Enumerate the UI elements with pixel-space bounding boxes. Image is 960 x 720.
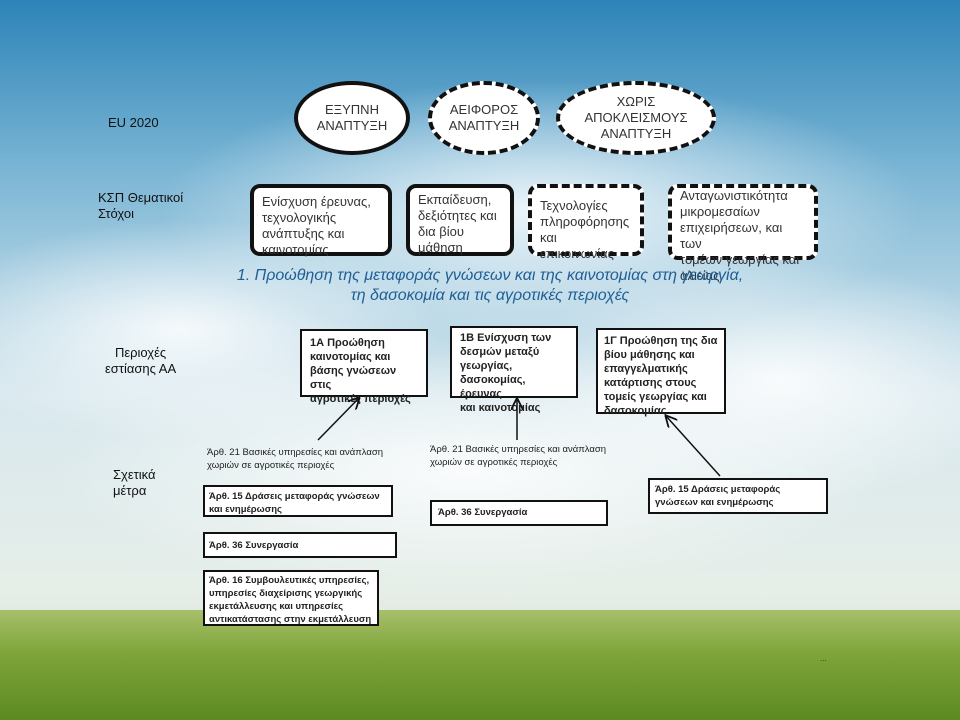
eu2020-goal-smart-growth: ΕΞΥΠΝΗ ΑΝΑΠΤΥΞΗ [294,81,410,155]
thematic-objective-ict: Τεχνολογίες πληροφόρησης και επικοινωνία… [528,184,644,261]
goal-text: ΑΝΑΠΤΥΞΗ [316,118,388,133]
thematic-objective-education-skills: Εκπαίδευση, δεξιότητες και δια βίου μάθη… [406,184,514,256]
focus-area-1c: 1Γ Προώθηση της δια βίου μάθησης και επα… [596,328,726,417]
thematic-objective-research-innovation: Ενίσχυση έρευνας, τεχνολογικής ανάπτυξης… [250,184,392,257]
row-label-eu2020: EU 2020 [108,115,159,130]
focus-text: τομείς γεωργίας και [604,391,707,403]
objective-text: πληροφόρησης [540,214,630,229]
objective-text: Ενίσχυση έρευνας, [262,194,371,209]
row-label-measures-line2: μέτρα [113,483,147,498]
measure-text: Άρθ. 36 Συνεργασία [438,507,528,518]
focus-text: βίου μάθησης και [604,349,695,361]
priority-title: 1. Προώθηση της μεταφοράς γνώσεων και τη… [150,266,830,306]
goal-text: ΑΝΑΠΤΥΞΗ [600,126,672,141]
row-label-thematic-line2: Στόχοι [98,206,135,221]
goal-text: ΑΝΑΠΤΥΞΗ [448,118,520,133]
measure-text: αντικατάστασης στην εκμετάλλευση [209,614,372,625]
measure-text: χωριών σε αγροτικές περιοχές [430,457,558,468]
measure-text: Άρθ. 16 Συμβουλευτικές υπηρεσίες, [209,575,370,586]
measure-text: υπηρεσίες διαχείρισης γεωργικής [209,588,363,599]
objective-text: τομέων γεωργίας και [680,252,800,267]
focus-text: καινοτομίας και [310,351,391,363]
measure-art16: Άρθ. 16 Συμβουλευτικές υπηρεσίες, υπηρεσ… [203,570,379,626]
priority-title-line1: 1. Προώθηση της μεταφοράς γνώσεων και τη… [236,267,744,284]
priority-title-line2: τη δασοκομία και τις αγροτικές περιοχές [350,287,630,304]
measure-art15-left: Άρθ. 15 Δράσεις μεταφοράς γνώσεων και εν… [203,485,393,517]
objective-text: και επικοινωνίας [540,230,614,261]
objective-text: ανάπτυξης και [262,226,345,241]
focus-text: βάσης γνώσεων στις [310,365,397,391]
measure-art21-middle: Άρθ. 21 Βασικές υπηρεσίες και ανάπλαση χ… [426,441,614,473]
row-label-measures: Σχετικά μέτρα [113,467,156,499]
focus-text: κατάρτισης στους [604,377,697,389]
goal-text: ΑΕΙΦΟΡΟΣ [449,102,519,117]
focus-area-1a: 1Α Προώθηση καινοτομίας και βάσης γνώσεω… [300,329,428,405]
objective-text: αλιείας [680,268,720,283]
row-label-focus-line2: εστίασης ΑΑ [105,361,177,376]
objective-text: Τεχνολογίες [540,198,608,213]
footnote-dots: ... [820,654,827,663]
measure-text: χωριών σε αγροτικές περιοχές [207,460,335,471]
focus-area-1b: 1Β Ενίσχυση των δεσμών μεταξύ γεωργίας, … [450,326,578,414]
arrow-to-1c [666,416,721,477]
focus-text: δεσμών μεταξύ [460,346,540,358]
focus-text: δασοκομίας [604,405,667,417]
measure-text: Άρθ. 36 Συνεργασία [209,540,299,551]
measure-art36-middle: Άρθ. 36 Συνεργασία [430,500,608,526]
focus-text: 1Γ Προώθηση της δια [604,335,718,347]
focus-text: επαγγελματικής [604,363,688,375]
objective-text: καινοτομίας [262,242,329,257]
objective-text: δια βίου [418,224,464,239]
objective-text: μάθηση [418,240,463,255]
focus-text: δασοκομίας, έρευνας [460,374,526,400]
measure-text: Άρθ. 21 Βασικές υπηρεσίες και ανάπλαση [430,444,607,455]
row-label-measures-line1: Σχετικά [113,467,156,482]
goal-text: ΧΩΡΙΣ [616,94,656,109]
row-label-focus-line1: Περιοχές [114,345,167,360]
arrow-to-1a [317,398,359,441]
measure-text: και ενημέρωσης [209,504,282,515]
row-label-thematic-objectives: ΚΣΠ Θεματικοί Στόχοι [98,190,183,222]
objective-text: μικρομεσαίων [680,204,760,219]
measure-text: Άρθ. 21 Βασικές υπηρεσίες και ανάπλαση [207,447,384,458]
measure-art36-left: Άρθ. 36 Συνεργασία [203,532,397,558]
goal-text: ΕΞΥΠΝΗ [325,102,379,117]
measure-text: εκμετάλλευσης και υπηρεσίες [209,601,344,612]
objective-text: Εκπαίδευση, [418,192,492,207]
row-label-focus-areas: Περιοχές εστίασης ΑΑ [105,345,176,377]
focus-text: 1Α Προώθηση [310,337,385,349]
measure-art15-right: Άρθ. 15 Δράσεις μεταφοράς γνώσεων και εν… [648,478,828,514]
measure-text: Άρθ. 15 Δράσεις μεταφοράς γνώσεων [209,491,380,502]
row-label-thematic-line1: ΚΣΠ Θεματικοί [98,190,184,205]
goal-text: ΑΠΟΚΛΕΙΣΜΟΥΣ [584,110,688,125]
objective-text: τεχνολογικής [262,210,337,225]
objective-text: Ανταγωνιστικότητα [680,188,788,203]
thematic-objective-competitiveness: Ανταγωνιστικότητα μικρομεσαίων επιχειρήσ… [668,184,818,283]
focus-text: γεωργίας, [460,360,513,372]
measure-art21-left: Άρθ. 21 Βασικές υπηρεσίες και ανάπλαση χ… [207,446,417,472]
objective-text: δεξιότητες και [418,208,497,223]
eu2020-goal-inclusive-growth: ΧΩΡΙΣ ΑΠΟΚΛΕΙΣΜΟΥΣ ΑΝΑΠΤΥΞΗ [556,81,716,155]
measure-text: γνώσεων και ενημέρωσης [655,497,774,508]
objective-text: επιχειρήσεων, και των [680,220,783,251]
eu2020-goal-sustainable-growth: ΑΕΙΦΟΡΟΣ ΑΝΑΠΤΥΞΗ [428,81,540,155]
focus-text: 1Β Ενίσχυση των [460,332,552,344]
measure-text: Άρθ. 15 Δράσεις μεταφοράς [655,484,781,495]
